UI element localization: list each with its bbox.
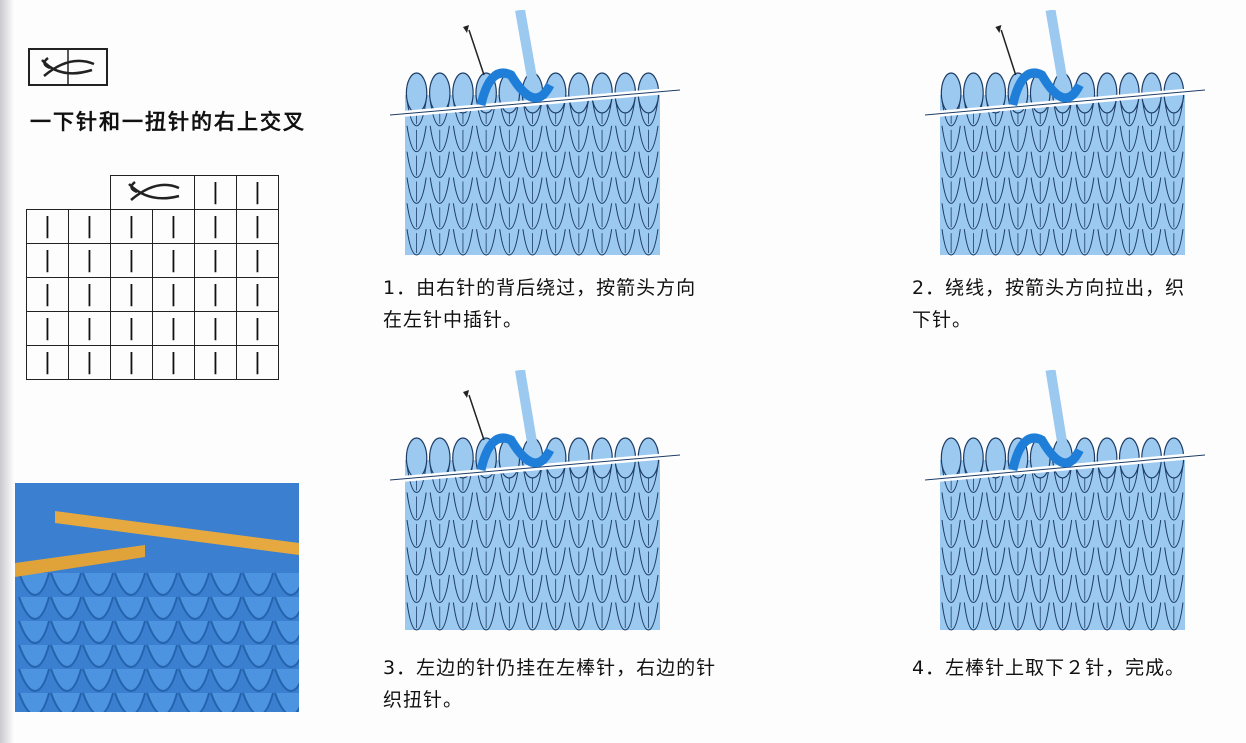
chart-cell: | — [26, 209, 69, 244]
knitting-photo — [15, 483, 299, 712]
page-edge-shadow — [0, 0, 14, 743]
chart-cell: | — [26, 311, 69, 346]
chart-cell: | — [194, 209, 237, 244]
chart-cross-cell — [110, 175, 195, 210]
step-1-illustration — [389, 10, 681, 256]
chart-cell: | — [194, 311, 237, 346]
chart-cell: | — [236, 243, 279, 278]
step-4-illustration — [924, 370, 1206, 631]
chart-cell: | — [26, 345, 69, 380]
chart-cell: | — [68, 243, 111, 278]
step-3-caption: 3．左边的针仍挂在左棒针，右边的针织扭针。 — [383, 657, 717, 711]
chart-cell: | — [194, 345, 237, 380]
chart-cell: | — [110, 243, 153, 278]
chart-cell: | — [110, 209, 153, 244]
chart-cell: | — [152, 311, 195, 346]
chart-cell: | — [152, 277, 195, 312]
chart-cell: | — [26, 277, 69, 312]
step-3-illustration — [389, 370, 681, 631]
chart-cell: | — [68, 311, 111, 346]
cross-symbol-icon — [127, 181, 180, 201]
chart-cell: | — [236, 345, 279, 380]
chart-cell: | — [68, 345, 111, 380]
chart-cell: | — [110, 311, 153, 346]
chart-cell: | — [194, 277, 237, 312]
chart-cell: | — [110, 345, 153, 380]
chart-cell: | — [68, 209, 111, 244]
page-title: 一下针和一扭针的右上交叉 — [30, 109, 306, 134]
chart-cell: | — [152, 209, 195, 244]
chart-cell: | — [236, 175, 279, 210]
chart-cell: | — [152, 345, 195, 380]
chart-cell: | — [26, 243, 69, 278]
step-2-caption: 2．绕线，按箭头方向拉出，织下针。 — [912, 277, 1186, 331]
chart-cell: | — [236, 277, 279, 312]
step-2-illustration — [924, 10, 1206, 256]
cross-stitch-symbol — [28, 48, 108, 86]
chart-cell: | — [152, 243, 195, 278]
step-1-caption: 1．由右针的背后绕过，按箭头方向在左针中插针。 — [383, 277, 697, 331]
chart-cell: | — [236, 209, 279, 244]
chart-cell: | — [194, 175, 237, 210]
chart-cell: | — [68, 277, 111, 312]
step-4-caption: 4．左棒针上取下２针，完成。 — [912, 657, 1186, 679]
chart-cell: | — [110, 277, 153, 312]
chart-cell: | — [236, 311, 279, 346]
chart-cell: | — [194, 243, 237, 278]
